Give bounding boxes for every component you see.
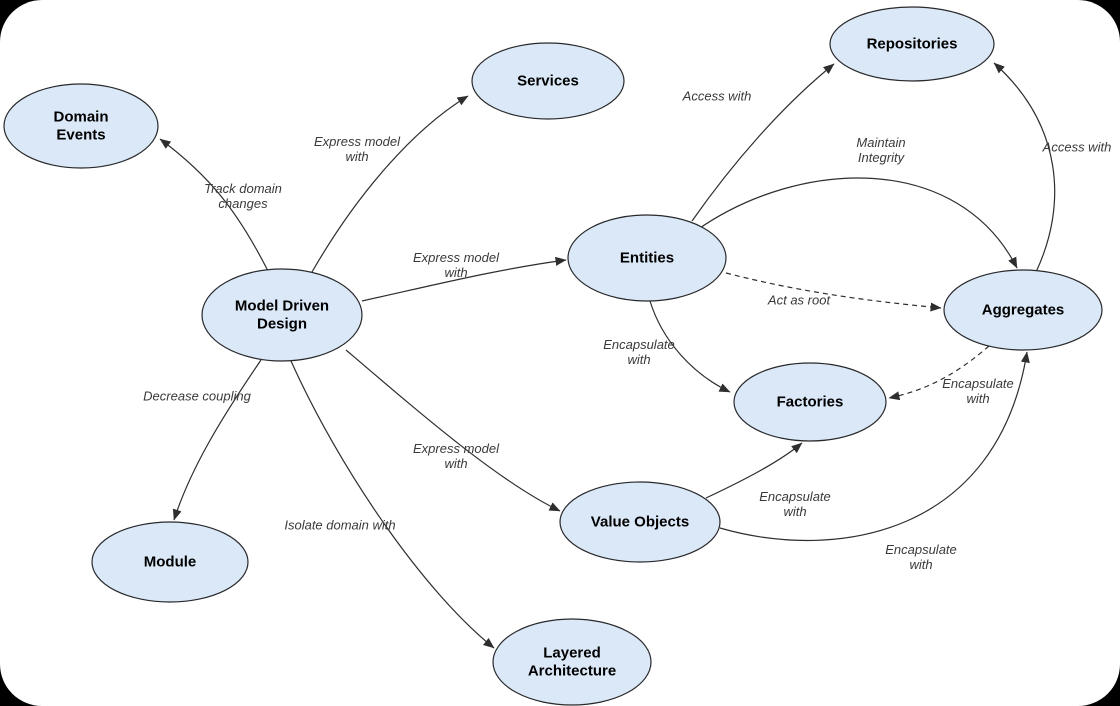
edge-label-decrease-coupling: Decrease coupling — [143, 389, 251, 404]
node-label-aggregates: Aggregates — [982, 302, 1065, 319]
edge-line-isolate-domain — [290, 360, 495, 649]
edge-access-with-aggregates-repositories: Access with — [993, 62, 1112, 273]
node-repositories: Repositories — [829, 6, 995, 82]
edge-label-access-with-aggregates-repositories: Access with — [1042, 140, 1112, 155]
edge-line-encapsulate-value-objects-factories — [705, 442, 803, 499]
edge-line-act-as-root — [725, 272, 942, 312]
edge-line-encapsulate-entities-factories — [649, 300, 731, 393]
node-ellipse-aggregates — [943, 269, 1103, 351]
node-ellipse-domain-events — [3, 83, 159, 169]
edge-label-access-with-entities-repositories: Access with — [682, 89, 752, 104]
edge-line-encapsulate-aggregates-factories — [888, 345, 990, 401]
node-ellipse-module — [91, 521, 249, 603]
node-label-factories: Factories — [777, 394, 844, 411]
edge-line-decrease-coupling — [172, 359, 262, 521]
node-value-objects: Value Objects — [559, 481, 721, 563]
node-services: Services — [471, 42, 625, 120]
node-ellipse-repositories — [829, 6, 995, 82]
node-ellipse-entities — [567, 214, 727, 302]
edge-decrease-coupling: Decrease coupling — [143, 359, 262, 521]
node-factories: Factories — [733, 362, 887, 442]
node-ellipse-layered-architecture — [492, 618, 652, 706]
edge-line-track-domain-changes — [159, 138, 269, 272]
node-module: Module — [91, 521, 249, 603]
edge-act-as-root: Act as root — [725, 272, 942, 312]
edge-line-access-with-entities-repositories — [691, 63, 835, 222]
edge-access-with-entities-repositories: Access with — [682, 63, 835, 222]
node-label-services: Services — [517, 73, 579, 90]
node-ellipse-model-driven-design — [201, 268, 363, 362]
node-label-repositories: Repositories — [867, 36, 958, 53]
node-ellipse-value-objects — [559, 481, 721, 563]
node-ellipse-factories — [733, 362, 887, 442]
node-label-module: Module — [144, 554, 197, 571]
edge-line-express-model-value-objects — [345, 349, 561, 512]
node-ellipse-services — [471, 42, 625, 120]
edge-line-express-model-entities — [361, 256, 567, 302]
edge-label-isolate-domain: Isolate domain with — [284, 518, 395, 533]
edge-label-act-as-root: Act as root — [767, 293, 832, 308]
node-aggregates: Aggregates — [943, 269, 1103, 351]
edge-line-encapsulate-value-objects-aggregates — [719, 351, 1030, 542]
node-label-entities: Entities — [620, 250, 674, 267]
edge-line-access-with-aggregates-repositories — [993, 62, 1056, 273]
edge-line-maintain-integrity — [696, 177, 1018, 269]
edge-line-express-model-services — [311, 95, 469, 273]
node-label-value-objects: Value Objects — [591, 514, 689, 531]
node-entities: Entities — [567, 214, 727, 302]
edge-isolate-domain: Isolate domain with — [284, 360, 495, 649]
